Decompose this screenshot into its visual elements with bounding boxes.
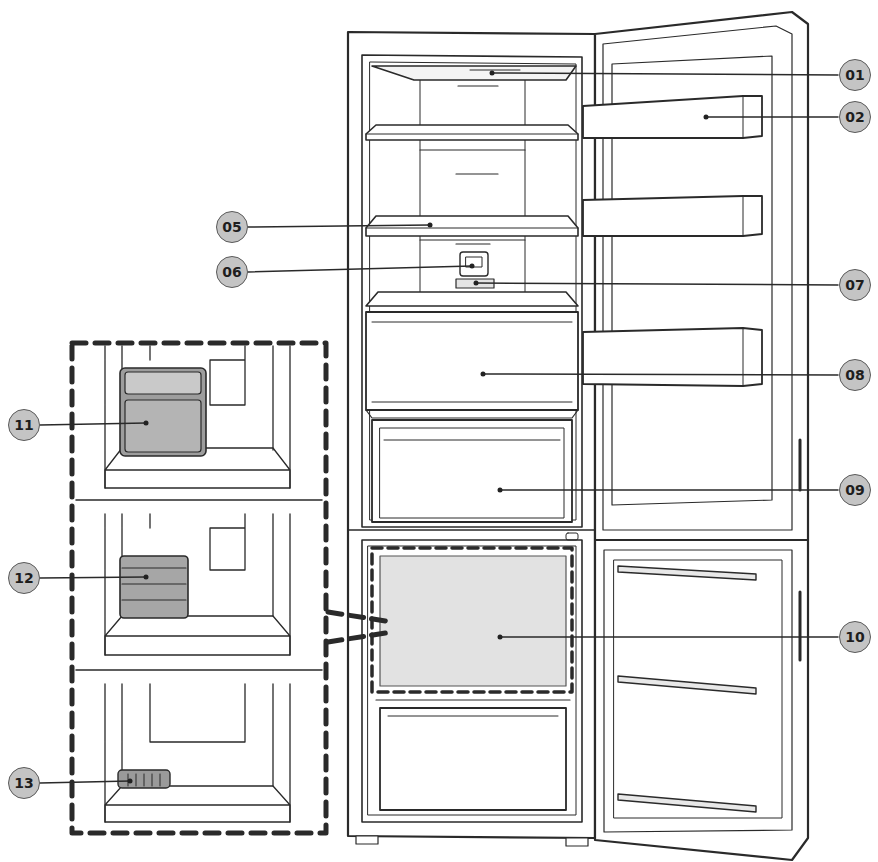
door-handle: [799, 592, 802, 660]
ice-maker-top: [125, 372, 201, 394]
freezer-liner-inner: [368, 546, 576, 815]
door-bin: [583, 328, 762, 386]
ice-tray: [118, 770, 170, 788]
ice-tray-cells: [128, 774, 160, 786]
callout-number: 13: [8, 767, 40, 799]
callout-number: 07: [839, 269, 871, 301]
callout-number: 05: [216, 211, 248, 243]
ice-maker: [120, 368, 206, 456]
inset-interior: [105, 346, 290, 488]
callout-number: 11: [8, 409, 40, 441]
inset-divider: [76, 500, 322, 670]
inset-frame: [72, 343, 326, 833]
foot: [356, 836, 378, 844]
callout-number: 08: [839, 359, 871, 391]
leader-dot: [144, 575, 149, 580]
inset-interior: [105, 684, 290, 822]
crisper-drawer: [372, 420, 572, 522]
callout-number: 09: [839, 474, 871, 506]
inset-shelf: [105, 616, 290, 655]
callout-number: 06: [216, 256, 248, 288]
control-panel: [460, 252, 488, 276]
door-bin: [583, 196, 762, 236]
foot: [566, 838, 588, 846]
inset-interior: [105, 514, 290, 655]
glass-shelf: [366, 125, 578, 140]
freezer-door: [595, 540, 808, 860]
freezer-liner: [362, 540, 582, 822]
callout-number: 02: [839, 101, 871, 133]
leader-dot: [498, 635, 503, 640]
crisper-lip: [384, 440, 560, 441]
shelf-edge: [366, 228, 578, 229]
fresh-drawer: [366, 312, 578, 410]
leader-dot: [470, 264, 475, 269]
door-rack: [618, 566, 756, 580]
freezer-shelf: [376, 699, 570, 700]
freezer-gasket: [604, 550, 792, 832]
shelf-edge: [366, 134, 578, 135]
bin-edge: [743, 328, 744, 386]
leader-dot: [490, 71, 495, 76]
drawer-cover: [366, 292, 578, 306]
callout-number: 01: [839, 59, 871, 91]
divider: [348, 529, 595, 530]
light-lens: [470, 70, 520, 71]
fridge-liner: [362, 55, 582, 527]
door-handle: [799, 440, 802, 490]
door-rack: [618, 794, 756, 812]
ice-box-lines: [122, 568, 186, 600]
leader-dot: [428, 223, 433, 228]
ice-bin: [125, 400, 201, 452]
freezer-bottom-drawer: [380, 708, 566, 810]
divider-button: [566, 533, 578, 540]
dashed-frame: [372, 548, 572, 692]
leader-dot: [474, 281, 479, 286]
door-rack: [618, 676, 756, 694]
cabinet-outline: [348, 32, 595, 838]
leader-line: [40, 73, 838, 783]
leader-dot: [481, 372, 486, 377]
back-wall-panel: [420, 72, 525, 300]
ice-box: [120, 556, 188, 618]
leader-dot: [498, 488, 503, 493]
freezer-door-liner: [614, 560, 782, 818]
drawer-shelf: [366, 410, 578, 418]
drawer-lines: [372, 322, 572, 402]
crisper-front: [380, 428, 564, 518]
leader-dot: [128, 779, 133, 784]
callout-number: 12: [8, 562, 40, 594]
bin-edge: [743, 196, 744, 236]
freezer-drawer: [380, 556, 566, 686]
inset-shelf: [105, 786, 290, 822]
drawer-lip: [388, 716, 558, 717]
leader-dot: [704, 115, 709, 120]
inset-pointer: [328, 612, 392, 642]
callout-number: 10: [839, 621, 871, 653]
leader-dot: [144, 421, 149, 426]
fridge-door: [595, 12, 808, 540]
